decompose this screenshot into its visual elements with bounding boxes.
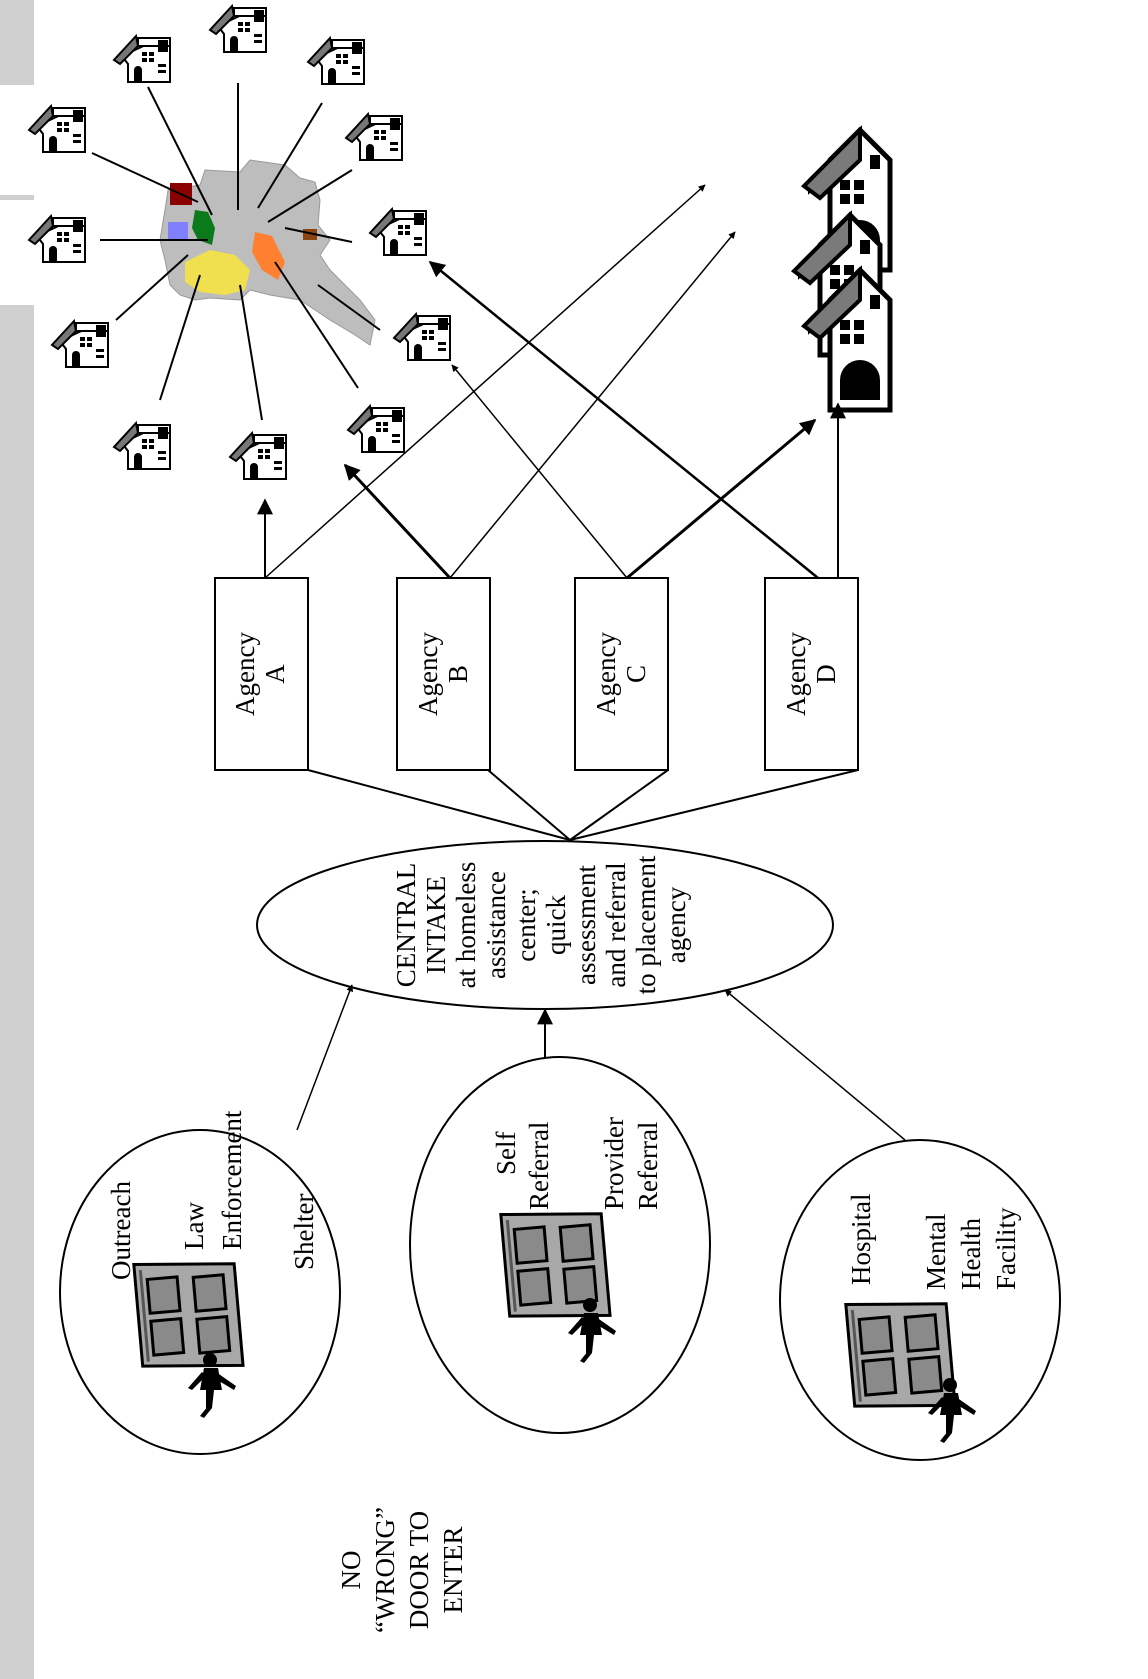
entry-circle-referral: Self Referral Provider Referral xyxy=(409,1056,711,1434)
svg-text:CENTRAL: CENTRAL xyxy=(391,863,421,988)
svg-text:DOOR TO: DOOR TO xyxy=(404,1511,434,1629)
svg-text:Facility: Facility xyxy=(991,1207,1021,1290)
agency-a-label: Agency A xyxy=(230,632,290,716)
svg-text:Provider: Provider xyxy=(599,1117,629,1210)
svg-text:Enforcement: Enforcement xyxy=(217,1110,247,1250)
left-margin-notch xyxy=(0,200,34,305)
svg-text:B: B xyxy=(443,665,473,683)
building-icon xyxy=(229,432,287,480)
no-wrong-door-note: NO “WRONG” DOOR TO ENTER xyxy=(336,1507,468,1633)
houses-icon xyxy=(794,130,890,410)
svg-text:Agency: Agency xyxy=(230,632,260,716)
svg-text:INTAKE: INTAKE xyxy=(421,876,451,974)
agency-c-label: Agency C xyxy=(591,632,651,716)
agency-d-label: Agency D xyxy=(781,632,841,716)
svg-text:center;: center; xyxy=(511,888,541,961)
svg-text:to placement: to placement xyxy=(631,855,661,994)
svg-text:“WRONG”: “WRONG” xyxy=(370,1507,400,1633)
svg-text:Mental: Mental xyxy=(921,1214,951,1290)
county-map-icon xyxy=(159,159,376,346)
svg-text:NO: NO xyxy=(336,1551,366,1590)
agency-c-box xyxy=(574,577,669,771)
intake-to-agency-lines xyxy=(307,769,859,841)
svg-text:Law: Law xyxy=(179,1202,209,1250)
building-icon xyxy=(393,313,451,361)
building-icon xyxy=(51,320,109,368)
building-icon xyxy=(113,35,171,83)
central-intake-text: CENTRAL INTAKE at homeless assistance ce… xyxy=(391,855,691,994)
svg-text:Self: Self xyxy=(491,1131,521,1175)
svg-text:Agency: Agency xyxy=(591,632,621,716)
building-icon xyxy=(28,105,86,153)
svg-text:agency: agency xyxy=(661,886,691,963)
svg-text:and referral: and referral xyxy=(601,862,631,987)
building-icon xyxy=(345,113,403,161)
agency-b-label: Agency B xyxy=(413,632,473,716)
building-icon xyxy=(369,208,427,256)
building-icon xyxy=(307,37,365,85)
svg-text:Hospital: Hospital xyxy=(846,1194,876,1286)
svg-text:assessment: assessment xyxy=(571,865,601,985)
svg-text:Referral: Referral xyxy=(524,1122,554,1210)
svg-text:ENTER: ENTER xyxy=(438,1527,468,1614)
agency-a-box xyxy=(214,577,309,771)
agency-d-box xyxy=(764,577,859,771)
map-connector-lines xyxy=(91,83,381,421)
svg-text:quick: quick xyxy=(541,895,571,955)
svg-text:at homeless: at homeless xyxy=(451,862,481,989)
entry-circle-outreach: Outreach Law Enforcement Shelter xyxy=(59,1110,341,1455)
building-icon xyxy=(28,215,86,263)
building-icon xyxy=(209,5,267,53)
agency-arrows xyxy=(257,184,846,580)
svg-text:Shelter: Shelter xyxy=(289,1194,319,1270)
building-icon xyxy=(113,422,171,470)
door-icon xyxy=(844,1294,957,1416)
building-icon xyxy=(347,405,405,453)
svg-text:Health: Health xyxy=(956,1218,986,1290)
svg-text:D: D xyxy=(811,664,841,684)
svg-text:assistance: assistance xyxy=(481,871,511,979)
svg-text:C: C xyxy=(621,665,651,683)
svg-text:A: A xyxy=(260,664,290,684)
entry-arrows xyxy=(296,984,906,1141)
entry-circle-hospital: Hospital Mental Health Facility xyxy=(779,1139,1061,1461)
door-icon xyxy=(132,1254,245,1376)
agency-b-box xyxy=(396,577,491,771)
svg-text:Agency: Agency xyxy=(413,632,443,716)
svg-text:Agency: Agency xyxy=(781,632,811,716)
left-margin-notch xyxy=(0,85,34,195)
svg-text:Referral: Referral xyxy=(633,1122,663,1210)
svg-text:Outreach: Outreach xyxy=(106,1181,136,1280)
